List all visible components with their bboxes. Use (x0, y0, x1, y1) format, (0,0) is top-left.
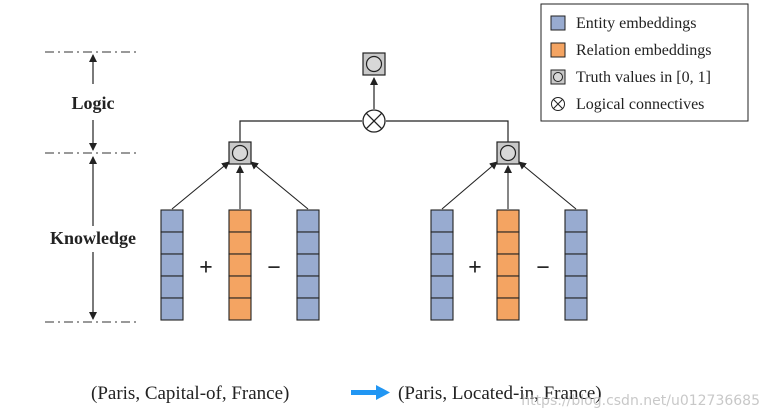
entity-embedding-swatch-icon (550, 15, 566, 31)
relation-embedding-swatch-icon (550, 42, 566, 58)
logic-connections (239, 77, 509, 142)
left-relation-embedding (228, 209, 252, 321)
logic-level-label: Logic (72, 93, 115, 113)
knowledge-arrows (171, 161, 577, 210)
right-head-arrow (441, 161, 498, 210)
truth-value-swatch-icon (550, 69, 566, 85)
top-truth-value-icon (362, 52, 386, 76)
left-plus-operator: + (199, 255, 213, 281)
legend-box (540, 3, 749, 122)
caption-conclusion: (Paris, Located-in, France) (398, 383, 602, 404)
legend: Entity embeddings Relation embeddings Tr… (540, 3, 749, 122)
logical-connective-swatch-icon (551, 97, 565, 111)
left-head-entity-embedding (160, 209, 184, 321)
right-head-entity-embedding (430, 209, 454, 321)
legend-connective-label: Logical connectives (576, 96, 704, 113)
right-to-connective-line (386, 120, 509, 142)
implication-arrow-icon (351, 385, 390, 400)
left-tail-arrow (250, 161, 309, 210)
left-truth-value-icon (228, 141, 252, 165)
right-minus-operator: − (536, 255, 550, 281)
left-head-arrow (171, 161, 230, 210)
watermark: https://blog.csdn.net/u012736685 (521, 393, 760, 409)
right-truth-value-icon (496, 141, 520, 165)
logical-connective-icon (362, 109, 386, 133)
caption-premise: (Paris, Capital-of, France) (91, 383, 289, 404)
right-tail-entity-embedding (564, 209, 588, 321)
right-plus-operator: + (468, 255, 482, 281)
right-relation-embedding (496, 209, 520, 321)
left-to-connective-line (239, 120, 362, 142)
right-tail-arrow (518, 161, 577, 210)
legend-truth-label: Truth values in [0, 1] (576, 69, 711, 86)
left-tail-entity-embedding (296, 209, 320, 321)
legend-entity-label: Entity embeddings (576, 15, 696, 32)
level-guides (45, 51, 138, 323)
left-minus-operator: − (267, 255, 281, 281)
knowledge-level-label: Knowledge (50, 228, 136, 248)
legend-relation-label: Relation embeddings (576, 42, 712, 59)
